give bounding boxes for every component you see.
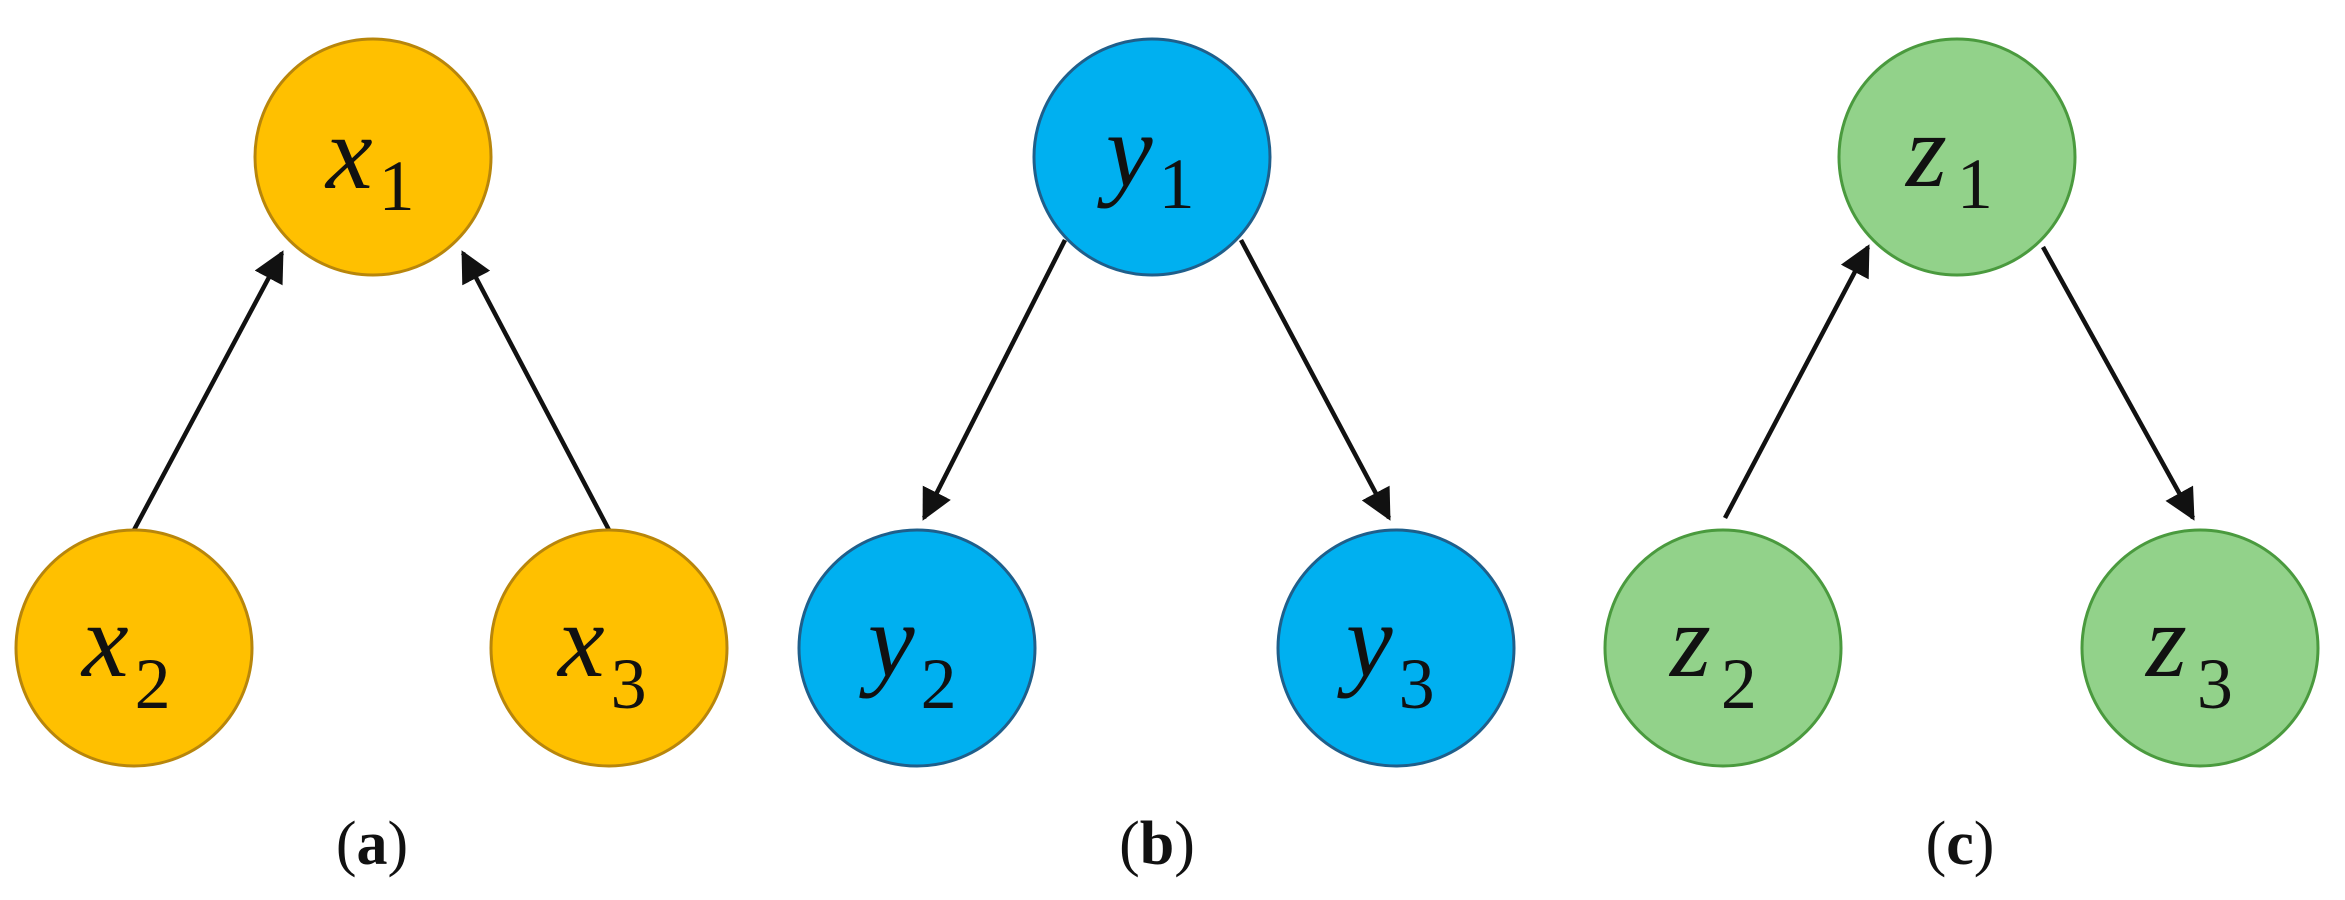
node-x3: x3 [489,528,729,768]
node-z2-circle [1603,528,1843,768]
graph-b: y1 y2 y3 (b) [797,37,1516,878]
node-x2: x2 [14,528,254,768]
node-y3: y3 [1276,528,1516,768]
node-y2: y2 [797,528,1037,768]
node-y3-circle [1276,528,1516,768]
node-x1-circle [253,37,493,277]
node-y1-label: y1 [1097,92,1195,224]
edge-z2-to-z1 [1723,244,1870,520]
node-y2-label: y2 [859,582,957,724]
graph-a: x1 x2 x3 (a) [14,37,729,878]
node-x1-label: x1 [324,94,415,226]
node-y3-label: y3 [1337,582,1435,724]
node-x3-circle [489,528,729,768]
node-y1: y1 [1032,37,1272,277]
edge-y1-to-y3 [1239,238,1391,521]
caption-b: (b) [1119,810,1195,878]
edge-z1-to-z3 [2041,245,2195,521]
node-z1-circle [1837,37,2077,277]
node-x3-label: x3 [556,582,647,724]
node-x2-label: x2 [80,582,171,724]
edge-x3-to-x1 [461,250,611,532]
node-x1: x1 [253,37,493,277]
edge-x2-to-x1 [132,250,284,532]
caption-c: (c) [1926,810,1995,878]
node-z3-circle [2080,528,2320,768]
node-x2-circle [14,528,254,768]
caption-a: (a) [336,810,408,878]
node-y2-circle [797,528,1037,768]
node-y1-circle [1032,37,1272,277]
edge-y1-to-y2 [921,238,1068,521]
